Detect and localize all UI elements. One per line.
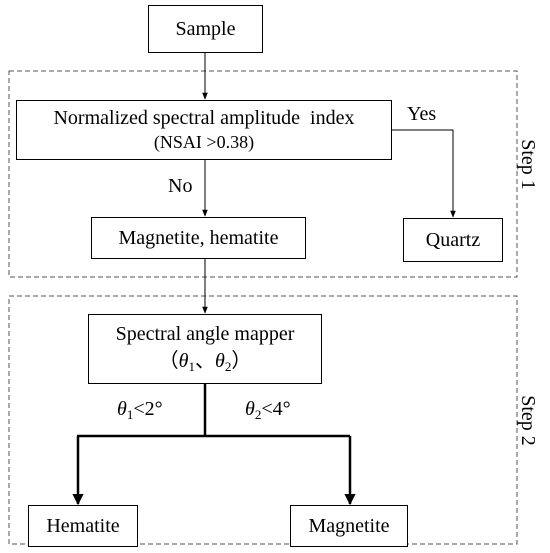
theta2-cond: <4°: [261, 398, 291, 420]
theta1-cond: <2°: [133, 398, 163, 420]
nsai-title: Normalized spectral amplitude index: [53, 107, 355, 130]
sam-close-paren: ）: [231, 350, 252, 373]
step2-group-frame: [8, 295, 518, 545]
sam-angles: （θ1、θ2）: [159, 350, 252, 375]
magnetite-hematite-label: Magnetite, hematite: [118, 226, 279, 249]
magnetite-hematite-node: Magnetite, hematite: [91, 217, 306, 259]
sam-node: Spectral angle mapper （θ1、θ2）: [88, 314, 322, 384]
theta1-sub: 1: [126, 407, 134, 422]
sam-open-paren: （: [158, 350, 179, 373]
sam-theta1-sub: 1: [188, 359, 196, 375]
sam-theta2: θ: [215, 350, 225, 373]
step2-label: Step 2: [516, 395, 539, 446]
theta1-condition: θ1<2°: [117, 398, 163, 423]
quartz-label: Quartz: [425, 228, 481, 251]
quartz-node: Quartz: [403, 218, 503, 262]
hematite-node: Hematite: [28, 505, 138, 547]
magnetite-label: Magnetite: [308, 514, 390, 537]
nsai-node: Normalized spectral amplitude index (NSA…: [16, 100, 392, 160]
sample-label: Sample: [175, 17, 236, 40]
arrow-nsai-to-quartz: [392, 129, 456, 218]
step1-label: Step 1: [516, 139, 539, 190]
magnetite-node: Magnetite: [290, 505, 408, 547]
sample-node: Sample: [148, 5, 263, 53]
hematite-label: Hematite: [46, 514, 120, 537]
theta1-symbol: θ: [117, 398, 127, 420]
theta2-condition: θ2<4°: [245, 398, 291, 423]
step1-group-frame: [8, 70, 518, 278]
nsai-condition: (NSAI >0.38): [153, 132, 255, 153]
sam-theta2-sub: 2: [224, 359, 232, 375]
yes-label: Yes: [407, 103, 437, 125]
sam-theta1: θ: [178, 350, 189, 373]
sam-separator: 、: [195, 350, 215, 373]
theta2-sub: 2: [254, 407, 262, 422]
theta2-symbol: θ: [245, 398, 255, 420]
no-label: No: [168, 175, 193, 197]
sam-title: Spectral angle mapper: [115, 323, 295, 346]
